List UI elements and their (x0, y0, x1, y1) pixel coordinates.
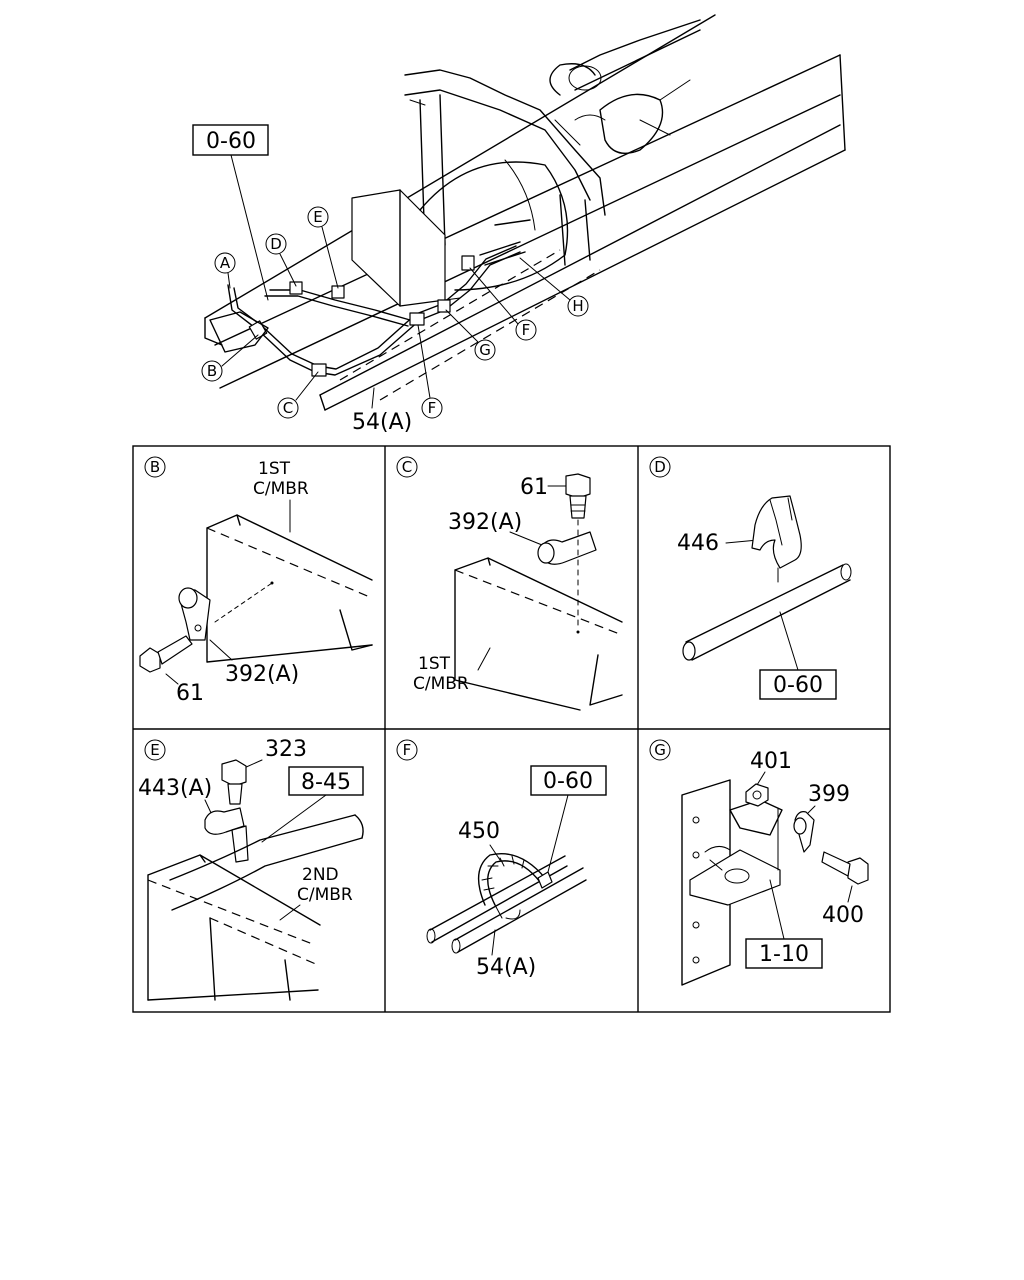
svg-text:D: D (270, 235, 282, 253)
panel-C: C 61 392(A) 1ST C/MBR (396, 456, 623, 711)
svg-text:8-45: 8-45 (301, 770, 351, 795)
svg-text:446: 446 (677, 531, 719, 556)
callout-F-right: F (469, 267, 537, 341)
svg-text:0-60: 0-60 (773, 673, 823, 698)
svg-text:399: 399 (808, 782, 850, 807)
svg-text:F: F (428, 399, 437, 417)
panel-G: G 401 399 400 1-10 (649, 739, 869, 986)
overview-part-54a: 54(A) (352, 387, 412, 435)
svg-text:H: H (572, 297, 583, 315)
panel-F: F 0-60 450 54(A) (396, 739, 607, 980)
callout-E: E (307, 206, 339, 289)
callout-F-lower: F (417, 324, 443, 419)
svg-text:C/MBR: C/MBR (413, 674, 469, 694)
svg-text:392(A): 392(A) (225, 662, 299, 687)
panel-C-letter: C (402, 458, 412, 476)
svg-text:B: B (207, 362, 217, 380)
svg-text:400: 400 (822, 903, 864, 928)
panel-D-letter: D (654, 458, 666, 476)
panel-E-letter: E (150, 741, 159, 759)
panel-G-letter: G (654, 741, 666, 759)
overview-ref-0-60: 0-60 (192, 124, 269, 301)
panel-F-letter: F (403, 741, 412, 759)
svg-text:54(A): 54(A) (476, 955, 536, 980)
panel-E: E 323 443(A) 8-45 2ND C/MBR (138, 737, 364, 1001)
svg-text:323: 323 (265, 737, 307, 762)
svg-text:G: G (479, 341, 491, 359)
svg-text:F: F (522, 321, 531, 339)
chassis-overview (204, 14, 846, 411)
svg-text:1ST: 1ST (258, 459, 291, 479)
svg-text:0-60: 0-60 (543, 769, 593, 794)
panel-D: D 446 0-60 (649, 456, 852, 700)
overview-ref-0-60-text: 0-60 (206, 129, 256, 154)
svg-text:C/MBR: C/MBR (297, 885, 353, 905)
svg-text:E: E (313, 208, 322, 226)
panel-B: B 1ST C/MBR 61 392(A) (139, 456, 373, 706)
svg-text:392(A): 392(A) (448, 510, 522, 535)
svg-text:401: 401 (750, 749, 792, 774)
svg-text:54(A): 54(A) (352, 410, 412, 435)
svg-text:C: C (283, 399, 293, 417)
svg-text:C/MBR: C/MBR (253, 479, 309, 499)
callout-C: C (277, 371, 319, 419)
detail-grid (132, 445, 891, 1013)
svg-text:61: 61 (520, 475, 548, 500)
callout-A: A (214, 252, 236, 289)
callout-B: B (201, 334, 259, 382)
callout-G: G (445, 309, 496, 361)
panel-B-letter: B (150, 458, 160, 476)
svg-text:450: 450 (458, 819, 500, 844)
callout-D: D (265, 233, 297, 287)
svg-text:1-10: 1-10 (759, 942, 809, 967)
svg-text:443(A): 443(A) (138, 776, 212, 801)
svg-text:61: 61 (176, 681, 204, 706)
svg-text:2ND: 2ND (302, 865, 339, 885)
callout-H: H (519, 257, 589, 317)
svg-text:1ST: 1ST (418, 654, 451, 674)
svg-text:A: A (220, 254, 231, 272)
